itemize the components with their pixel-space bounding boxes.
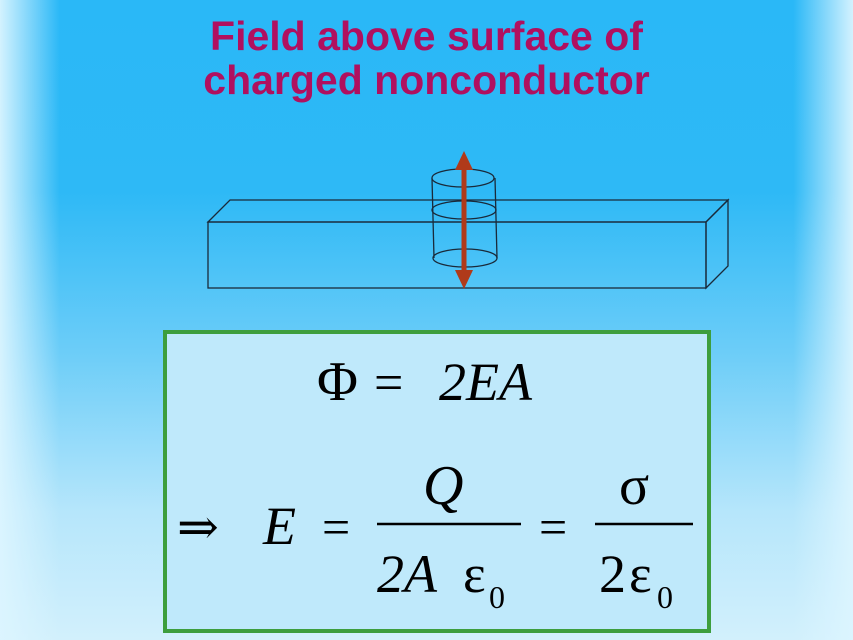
arrow-down-head — [455, 270, 473, 289]
fraction2-numerator: σ — [619, 455, 649, 517]
fraction2-denominator-coef: 2 — [599, 544, 626, 604]
fraction2-epsilon: ε — [629, 544, 652, 604]
cylinder-left-side — [431, 177, 435, 259]
equals-1: = — [322, 499, 350, 555]
title-line-2: charged nonconductor — [203, 57, 650, 103]
fraction1-denominator-coef: 2A — [377, 544, 438, 604]
flux-rhs: 2EA — [439, 352, 533, 412]
flux-equation: Φ = 2EA — [317, 351, 533, 413]
flux-equals: = — [374, 355, 403, 412]
slab-front-face — [207, 221, 707, 289]
slide-title: Field above surface of charged nonconduc… — [0, 14, 853, 102]
slab-side-face — [705, 198, 729, 290]
fraction1-numerator: Q — [423, 455, 463, 517]
field-arrow — [455, 151, 473, 289]
implies-arrow: ⇒ — [177, 499, 219, 555]
title-line-1: Field above surface of — [210, 13, 643, 59]
fraction1-subscript: 0 — [489, 579, 505, 615]
equals-2: = — [539, 499, 567, 555]
field-E: E — [262, 496, 296, 556]
equation-box: Φ = 2EA ⇒ E = Q 2A ε 0 = σ 2 ε 0 — [163, 330, 711, 633]
fraction2-subscript: 0 — [657, 579, 673, 615]
cylinder-right-side — [494, 177, 498, 259]
equations-svg: Φ = 2EA ⇒ E = Q 2A ε 0 = σ 2 ε 0 — [177, 351, 693, 615]
arrow-up-head — [455, 151, 473, 170]
flux-symbol: Φ — [317, 351, 358, 413]
field-equation: ⇒ E = Q 2A ε 0 = σ 2 ε 0 — [177, 455, 693, 615]
fraction1-epsilon: ε — [463, 544, 486, 604]
gaussian-surface-diagram — [206, 151, 730, 290]
